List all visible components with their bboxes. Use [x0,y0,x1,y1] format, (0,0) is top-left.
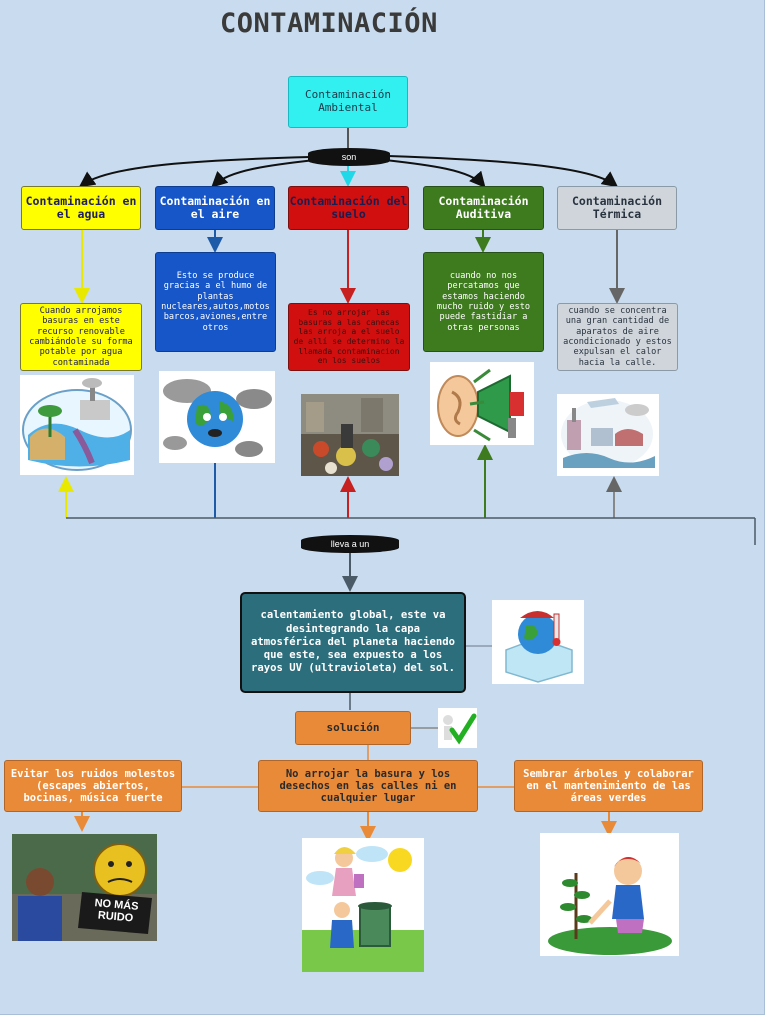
diagram-canvas: CONTAMINACIÓN Contaminación Ambiental so… [0,0,765,1015]
type-agua-desc: Cuando arrojamos basuras en este recurso… [20,303,142,371]
thermal-pollution-illustration [557,394,659,476]
solution-trash: No arrojar la basura y los desechos en l… [258,760,478,812]
global-warming-node: calentamiento global, este va desintegra… [240,592,466,693]
type-aire-desc: Esto se produce gracias a el humo de pla… [155,252,276,352]
planting-tree-illustration [540,833,679,956]
type-aire-header: Contaminación en el aire [155,186,275,230]
melting-earth-illustration [492,600,584,684]
air-pollution-illustration [159,371,275,463]
soil-pollution-photo [301,394,399,476]
type-termica-header: Contaminación Térmica [557,186,677,230]
connector-lines [58,128,756,842]
connector-lleva-a-un: lleva a un [301,535,399,553]
solution-node: solución [295,711,411,745]
solution-noise: Evitar los ruidos molestos (escapes abie… [4,760,182,812]
root-node: Contaminación Ambiental [288,76,408,128]
type-agua-header: Contaminación en el agua [21,186,141,230]
water-pollution-illustration [20,375,134,475]
no-mas-ruido-photo: NO MÁS RUIDO [12,834,157,941]
connector-son: son [308,148,390,166]
trash-can-illustration [302,838,424,972]
page-title: CONTAMINACIÓN [220,8,438,39]
solution-trees: Sembrar árboles y colaborar en el manten… [514,760,703,812]
type-termica-desc: cuando se concentra una gran cantidad de… [557,303,678,371]
noise-pollution-illustration [430,362,534,445]
type-auditiva-header: Contaminación Auditiva [423,186,544,230]
type-auditiva-desc: cuando no nos percatamos que estamos hac… [423,252,544,352]
check-mark-icon [438,708,477,748]
type-suelo-header: Contaminación del suelo [288,186,409,230]
type-suelo-desc: Es no arrojar las basuras a las canecas … [288,303,410,371]
